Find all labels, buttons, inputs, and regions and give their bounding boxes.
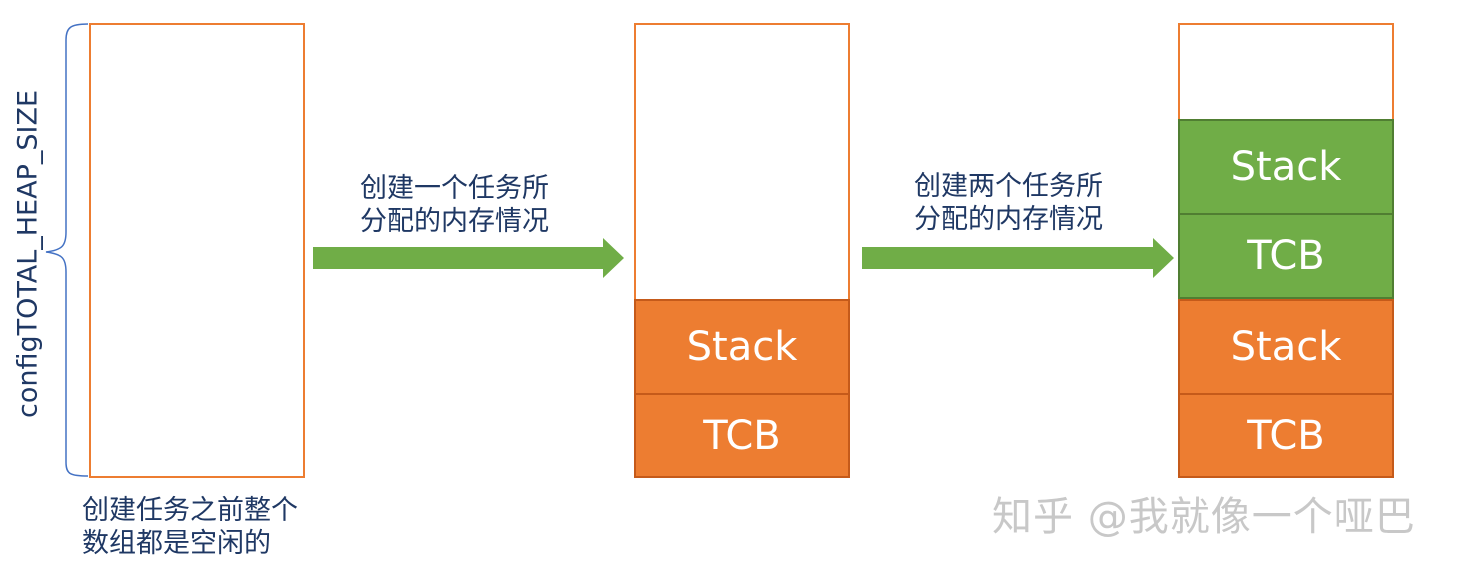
arrow-to-two-tasks <box>862 238 1174 278</box>
caption-before-tasks: 创建任务之前整个 数组都是空闲的 <box>82 494 298 560</box>
caption-two-tasks-line1: 创建两个任务所 <box>914 171 1103 202</box>
task1-stack-block: Stack <box>634 299 850 395</box>
task1-tcb-block-b: TCB <box>1178 393 1394 478</box>
caption-before-line1: 创建任务之前整个 <box>82 495 298 526</box>
task1-stack-block-b: Stack <box>1178 299 1394 395</box>
caption-two-tasks: 创建两个任务所 分配的内存情况 <box>914 170 1103 236</box>
caption-two-tasks-line2: 分配的内存情况 <box>914 204 1103 235</box>
caption-one-task-line2: 分配的内存情况 <box>360 206 549 237</box>
caption-one-task: 创建一个任务所 分配的内存情况 <box>360 172 549 238</box>
heap-empty <box>89 23 305 478</box>
caption-one-task-line1: 创建一个任务所 <box>360 173 549 204</box>
task1-tcb-block: TCB <box>634 393 850 478</box>
task2-tcb-block: TCB <box>1178 213 1394 299</box>
arrow-to-one-task <box>313 238 624 278</box>
caption-before-line2: 数组都是空闲的 <box>82 528 271 559</box>
watermark-text: 知乎 @我就像一个哑巴 <box>992 494 1416 540</box>
task2-stack-block: Stack <box>1178 119 1394 215</box>
heap-size-label: configTOTAL_HEAP_SIZE <box>12 89 44 419</box>
heap-size-brace <box>45 23 89 477</box>
